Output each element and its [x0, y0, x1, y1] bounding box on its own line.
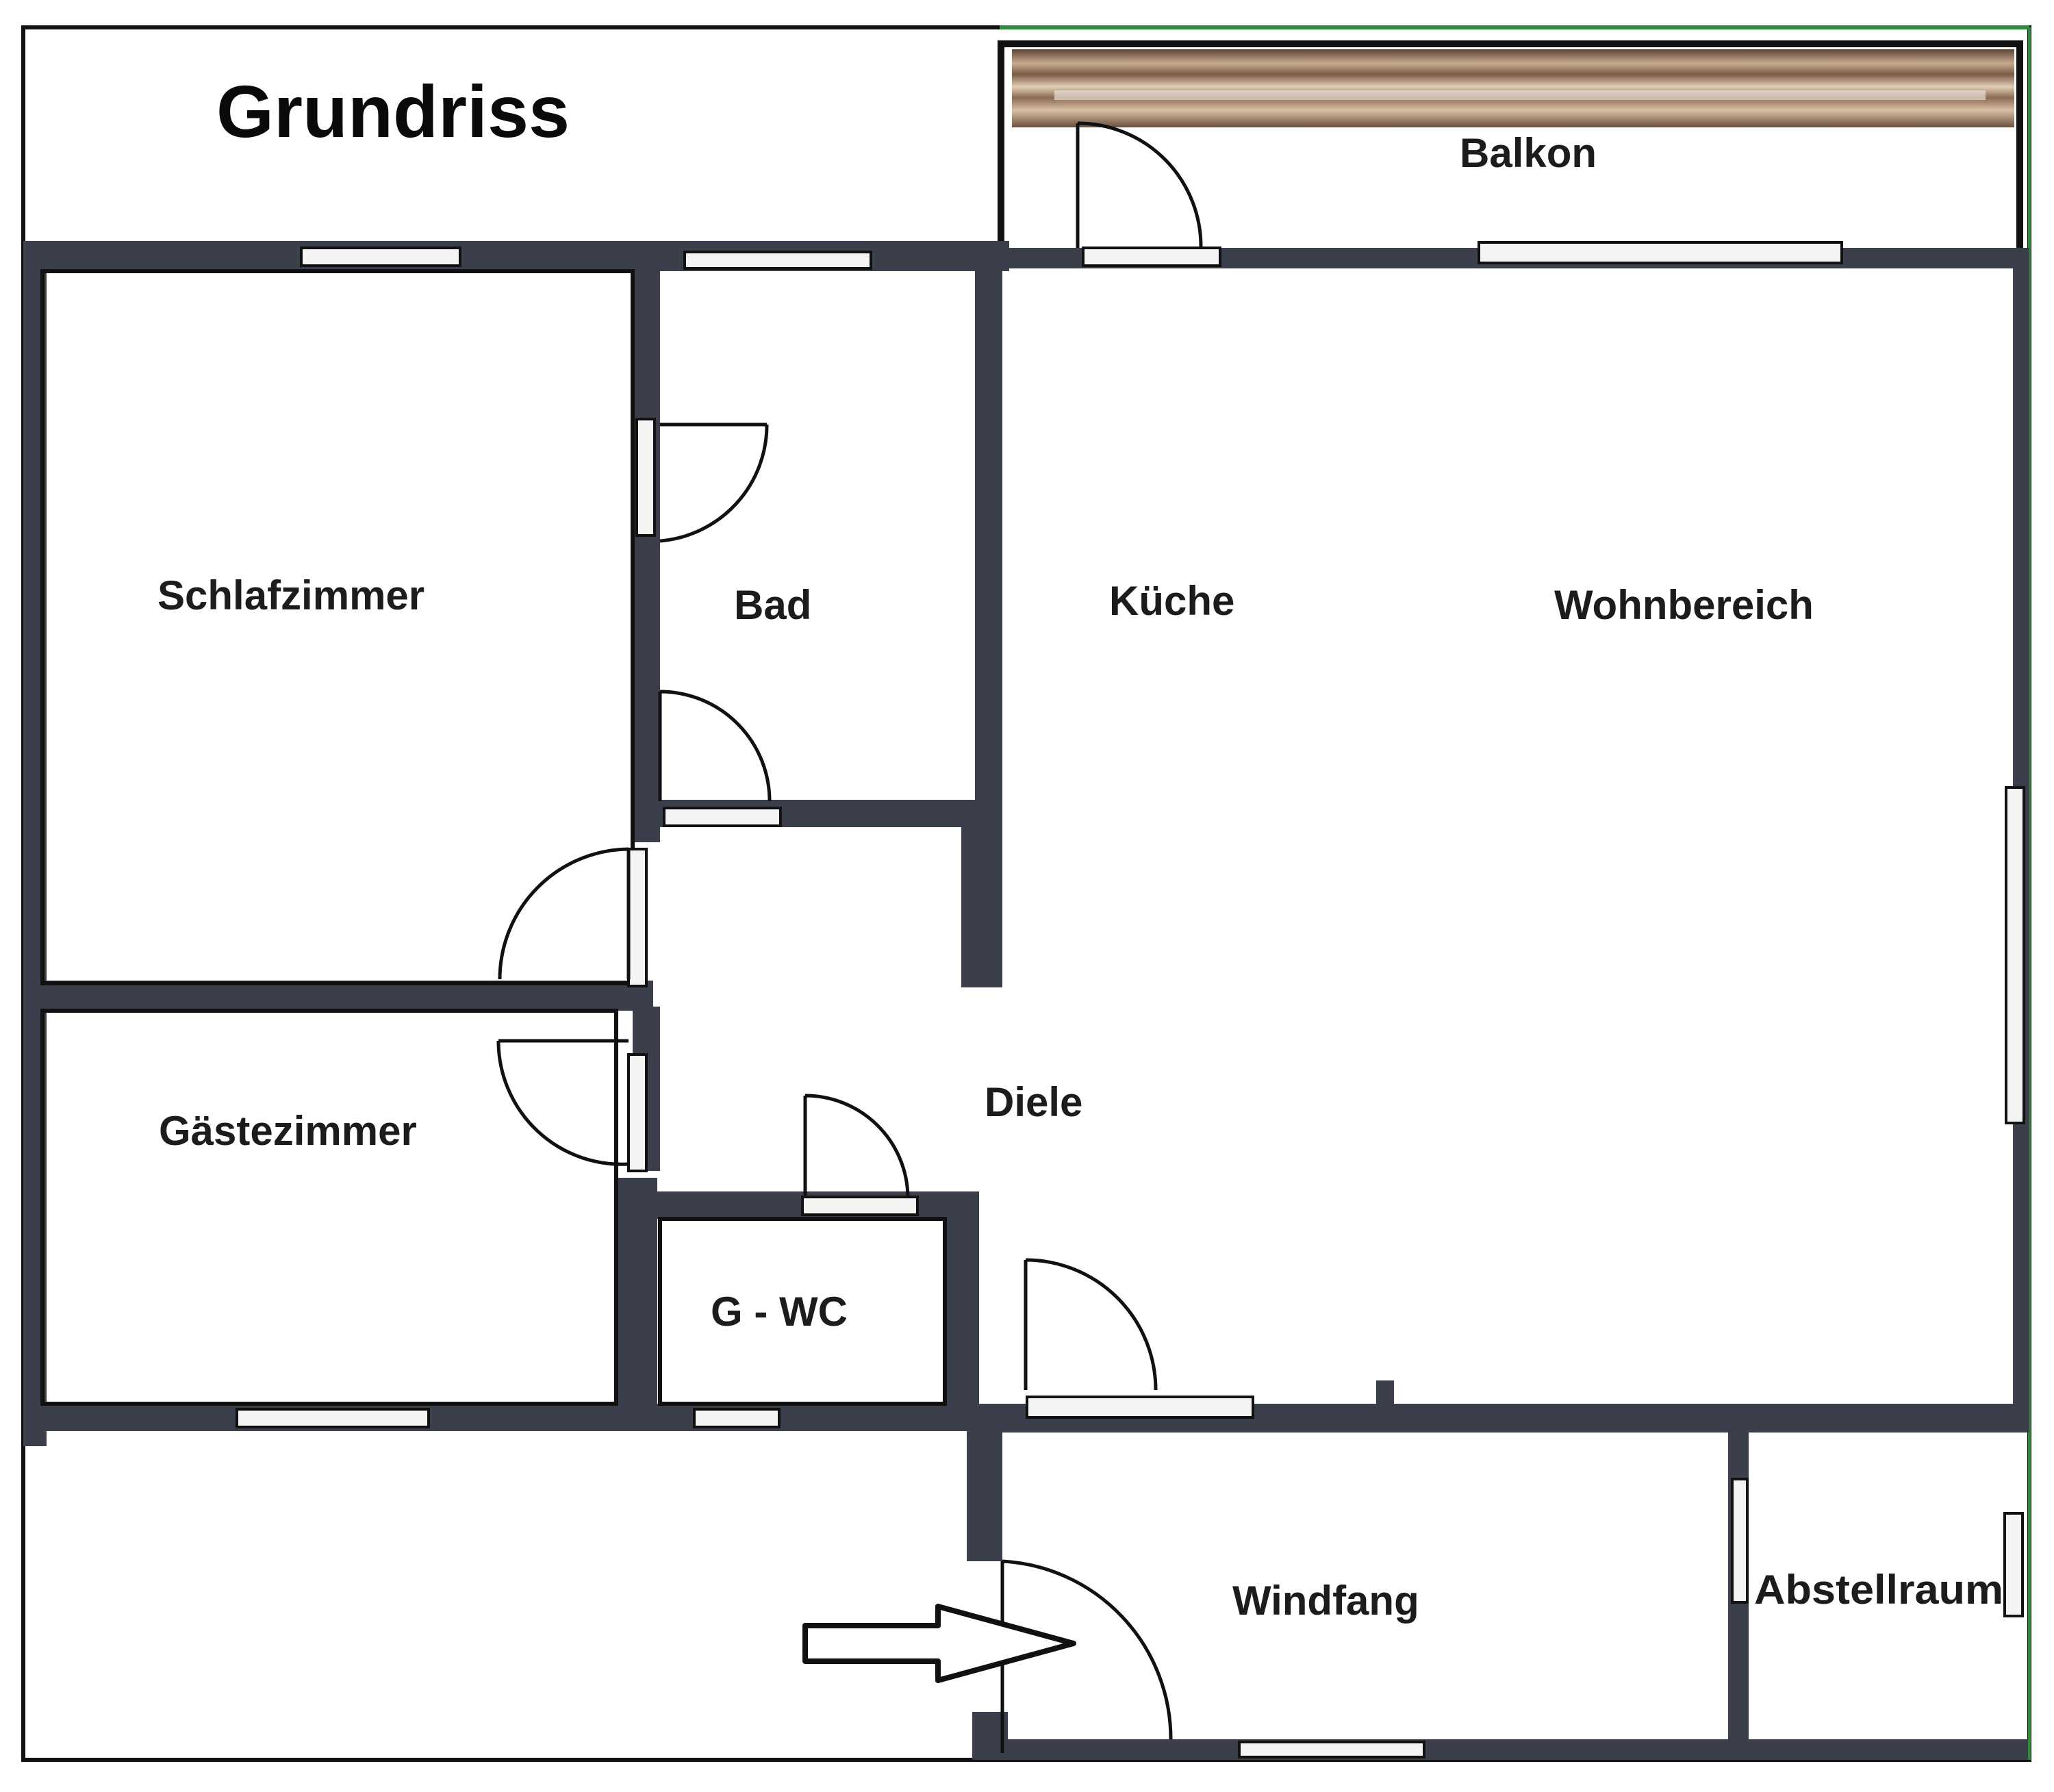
- room-label-gaestezimmer: Gästezimmer: [159, 1108, 417, 1154]
- room-label-balkon: Balkon: [1460, 130, 1597, 176]
- room-label-wohnbereich: Wohnbereich: [1554, 582, 1814, 628]
- plan-title: Grundriss: [216, 70, 570, 153]
- room-label-kueche: Küche: [1109, 578, 1234, 624]
- door-jambs: [627, 418, 2025, 1617]
- room-label-windfang: Windfang: [1232, 1578, 1419, 1624]
- windows-bottom: [236, 1396, 1254, 1428]
- room-label-abstellraum: Abstellraum: [1754, 1567, 2003, 1613]
- entrance-walls: [967, 1431, 2028, 1760]
- room-outlines: [40, 269, 947, 1406]
- room-label-diele: Diele: [985, 1079, 1082, 1125]
- door-swings: [496, 121, 1203, 1753]
- entrance-arrow-icon: [802, 1604, 1076, 1683]
- room-label-bad: Bad: [734, 582, 811, 628]
- room-label-gwc: G - WC: [711, 1289, 848, 1335]
- window-windfang-bottom: [1238, 1741, 1425, 1758]
- windows-top: [300, 241, 1843, 270]
- balcony-railing-highlight: [1054, 90, 1986, 100]
- interior-walls: [23, 268, 1749, 1760]
- room-label-schlafzimmer: Schlafzimmer: [157, 572, 424, 618]
- balcony-railing: [1012, 49, 2014, 127]
